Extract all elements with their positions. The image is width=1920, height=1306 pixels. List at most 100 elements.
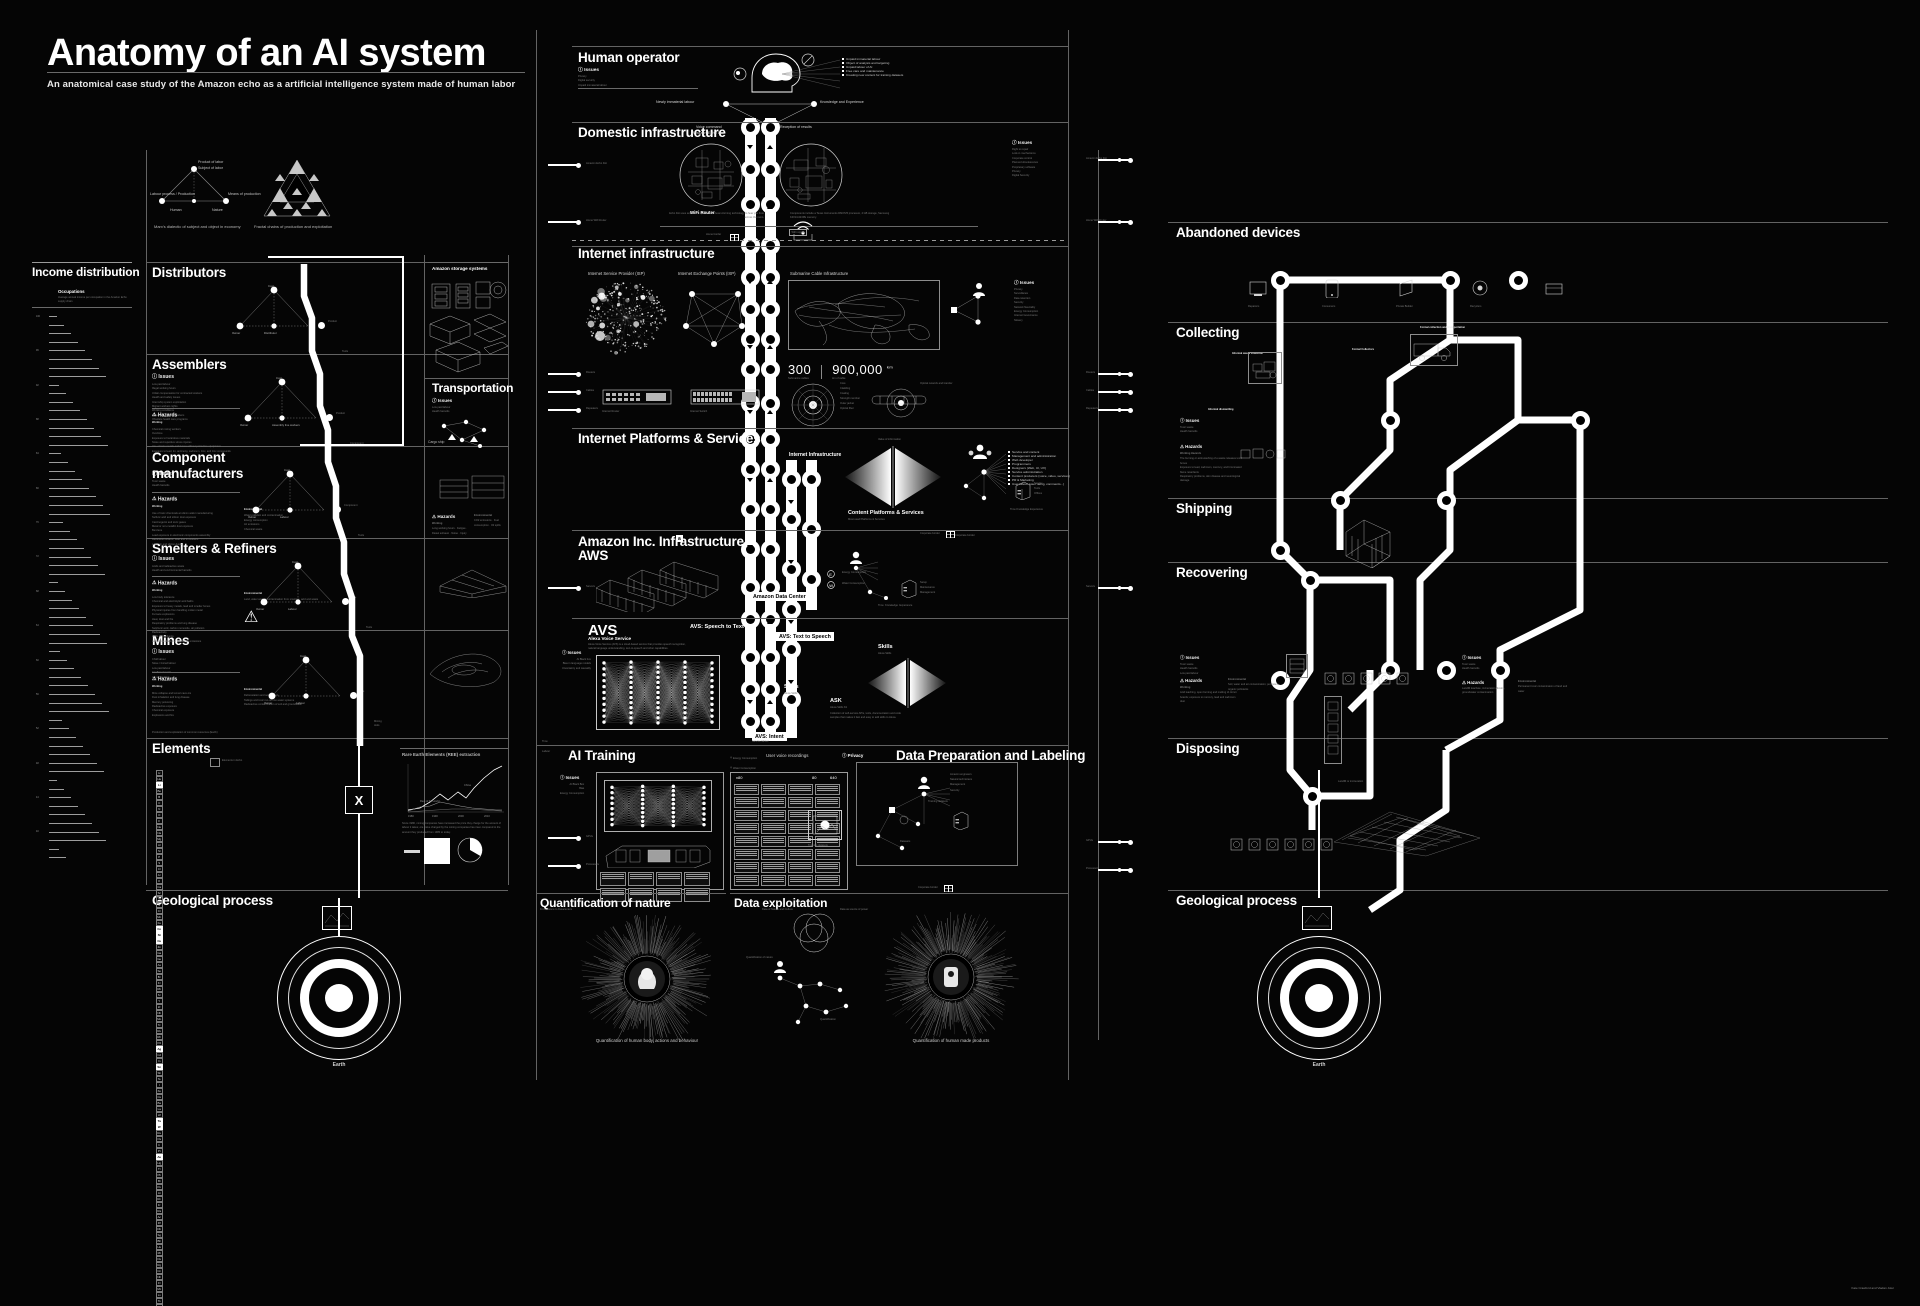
rule-disposing <box>1168 738 1888 739</box>
earth-left-inset-art <box>324 912 350 927</box>
stub-line <box>1098 391 1132 393</box>
income-bar <box>49 358 92 360</box>
gpu-cell <box>788 862 813 873</box>
platform-bullet-label: User labour (user rating, comments...) <box>1012 482 1065 486</box>
list-item: Health and safety issues <box>152 396 181 400</box>
stub-line <box>1098 373 1132 375</box>
submarine-cable-stats: 300 Submarine cables 900,000 km km of ca… <box>788 362 893 381</box>
pt-element: Zn <box>156 944 163 950</box>
svg-text:Labour: Labour <box>296 701 305 705</box>
pipeline-node <box>761 712 780 731</box>
pt-element: Ts <box>156 1298 163 1304</box>
amazon-badge: a <box>676 535 683 542</box>
income-tick: 40 <box>36 830 39 834</box>
right-col-divider <box>1098 150 1099 1040</box>
issues-label: Issues <box>565 775 580 781</box>
chain-dot-label-2: Tools <box>358 534 365 537</box>
pt-element: Mo <box>156 1016 163 1022</box>
income-bar <box>49 393 66 394</box>
income-bar <box>49 496 96 498</box>
recovering-inset-frame <box>1286 654 1308 678</box>
income-tick: 60 <box>36 658 39 662</box>
chain-dot-label-2: Tools <box>342 350 349 353</box>
income-row <box>36 424 132 433</box>
income-row <box>36 802 132 811</box>
platform-bullet-label: Service and content <box>1012 450 1040 454</box>
submarine-cable-map-frame <box>788 280 940 350</box>
list-item: Metal or non-metallic dust exposure <box>152 524 194 528</box>
income-row <box>36 458 132 467</box>
small-icon-wrap <box>1302 838 1315 856</box>
rule-collecting <box>1168 322 1888 323</box>
svg-text:Cost: Cost <box>300 654 306 658</box>
rule-domestic <box>572 122 1068 123</box>
income-bar <box>49 324 64 326</box>
stub-line <box>1098 159 1132 161</box>
pt-element: Ac <box>156 1214 163 1220</box>
transportation-hazards-block: ⚠ Hazards Working Long working hours · F… <box>432 514 472 536</box>
hazards-sub: Working <box>152 589 163 593</box>
income-row <box>36 578 132 587</box>
pt-element: Kr <box>156 980 163 986</box>
stub-dot-small <box>1118 220 1122 224</box>
list-item: Forced overtime for workers <box>152 413 185 417</box>
marx-node-subject: Subject of labor <box>198 166 223 170</box>
list-item: Low paid labour <box>152 383 171 386</box>
supply-chain-pipeline <box>300 264 364 746</box>
chain-rail-right <box>402 256 404 446</box>
pt-element: Ga <box>156 950 163 956</box>
stub-dot-small <box>1118 868 1122 872</box>
gpu-cell <box>734 823 759 834</box>
pt-element: Mn <box>156 914 163 920</box>
rule-mines <box>146 630 508 631</box>
section-header-smelters: Smelters & Refiners <box>152 541 277 556</box>
rule-transportation <box>424 378 508 379</box>
skills-note-b: Alexa Skills <box>878 652 892 655</box>
pt-element: Ar <box>156 872 163 878</box>
device-icon-wrap: Private Builder <box>1396 278 1416 309</box>
section-header-component-manufacturers: Component manufacturers <box>152 450 244 481</box>
data-prep-roles: Amazon engineers Natural technicians Man… <box>950 773 973 792</box>
stub-label: Processors <box>586 863 599 866</box>
stub-dot <box>576 407 581 413</box>
gpu-cell <box>656 872 682 886</box>
pt-element: Li <box>156 782 163 788</box>
fractal-production-diagram <box>263 159 331 217</box>
brain-bullet-label: Object of analysis and targeting <box>846 61 890 65</box>
stat-value-cables: 300 <box>788 362 812 377</box>
stub-dot <box>576 219 581 225</box>
training-datasets-label: Training datasets <box>808 844 828 847</box>
warning-icon: ⚠ <box>244 608 259 626</box>
smelters-divider <box>152 576 240 577</box>
svg-text:Cost: Cost <box>276 376 282 380</box>
list-item: Energy consumption <box>244 518 268 522</box>
stub-dot-small <box>1118 158 1122 162</box>
pt-element: Mg <box>156 836 163 842</box>
income-bar <box>49 590 65 592</box>
income-row <box>36 673 132 682</box>
income-row <box>36 845 132 854</box>
list-item: Use of toxic metals and fumes without pr… <box>152 445 221 449</box>
left-col-divider-a <box>146 150 147 885</box>
element-x-connector <box>358 740 360 786</box>
list-item: Health and environmental hazards <box>152 569 192 573</box>
stub-dot <box>1128 371 1133 377</box>
hazards-sub: Working Hazards <box>1180 452 1202 455</box>
income-row <box>36 355 132 364</box>
stub-line <box>548 587 578 589</box>
recovering-env-block: Environmental Soil, water and air contam… <box>1228 678 1284 692</box>
gpu-cell <box>761 810 786 821</box>
quantification-burst-right <box>880 910 1022 1047</box>
income-bar <box>49 547 84 549</box>
small-icon-wrap <box>1324 672 1337 690</box>
list-item: Working conditions <box>152 409 174 413</box>
income-row <box>36 750 132 759</box>
income-row: 76 <box>36 518 132 527</box>
stub-line <box>548 391 578 393</box>
